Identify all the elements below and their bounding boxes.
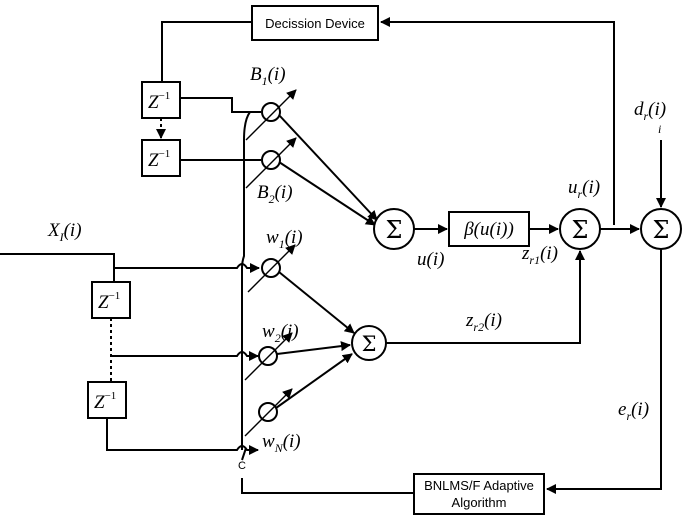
b1-base: B [250,64,262,85]
zr1-sub: r1 [529,253,540,267]
svg-text:er(i): er(i) [618,399,649,423]
w2-arg: (i) [281,321,299,342]
input-base: X [47,220,61,241]
algorithm-to-bus-wire [241,478,414,494]
dr-tick-label: i [658,122,661,136]
svg-text:zr1(i): zr1(i) [521,243,558,267]
zr2-arg: (i) [484,310,502,331]
b2-sub: 2 [269,192,275,206]
svg-text:dr(i): dr(i) [634,99,666,123]
er-base: e [618,399,626,420]
er-arg: (i) [631,399,649,420]
nonlinearity-label: β(u(i)) [463,219,514,240]
input-sub: I [59,230,65,244]
bus-switch-arm [241,447,247,461]
w2-sub: 2 [275,331,281,345]
b1-sub: 1 [262,74,268,88]
svg-text:Z−1: Z−1 [98,290,120,313]
b2-base: B [257,182,269,203]
decision-to-delay-wire [161,21,252,82]
delay-2-exp: −1 [159,148,171,160]
error-summer-sigma: Σ [653,216,670,244]
b1-adjust-arrow [245,89,297,141]
delay-1-z: Z [148,92,159,113]
svg-text:Z−1: Z−1 [148,148,170,171]
dr-sub: r [644,109,649,123]
er-sub: r [626,409,631,423]
decision-feedback-wire [380,17,615,225]
ffdelay-1-z: Z [98,292,109,313]
tap-to-wn-wire [106,418,259,455]
svg-text:B1(i): B1(i) [250,64,286,88]
ffdelay-2-exp: −1 [105,390,117,402]
w2-to-sum-wire [276,341,351,355]
adaptation-bus [241,111,251,450]
input-wire [0,253,115,268]
wn-adjust-arrow [244,388,293,437]
dr-arg: (i) [648,99,666,120]
wn-base: w [262,431,275,452]
feedforward-sum-to-output-wire [386,250,585,344]
feedback-delay-1 [141,81,181,119]
ffdelay-1-exp: −1 [109,290,121,302]
w2-weight [258,346,278,366]
delay-1-exp: −1 [159,90,171,102]
feedforward-summer-sigma: Σ [362,332,377,356]
svg-text:Z−1: Z−1 [148,90,170,113]
b2-adjust-arrow [245,137,297,189]
w1-to-sum-wire [278,271,355,334]
svg-text:wN(i): wN(i) [262,431,301,455]
w1-adjust-arrow [247,244,296,293]
delay1-to-b1-wire [180,97,261,113]
feedback-delay-2 [141,139,181,177]
svg-text:w1(i): w1(i) [266,227,303,251]
adaptive-algorithm-label-1: BNLMS/F Adaptive [424,478,534,493]
ur-sub: r [578,187,583,201]
w1-sub: 1 [279,237,285,251]
b2-to-sum1-wire [278,161,376,226]
input-to-w1-wire [114,263,260,273]
b1-weight [261,102,281,122]
w2-adjust-arrow [244,332,293,381]
svg-text:XI(i): XI(i) [47,220,82,244]
u-label: u(i) [417,249,444,270]
b1-arg: (i) [268,64,286,85]
output-summer-sigma: Σ [572,216,589,244]
input-arg: (i) [64,220,82,241]
wn-to-sum-wire [275,353,353,409]
b2-weight [261,150,281,170]
svg-text:Z−1: Z−1 [94,390,116,413]
wn-sub: N [274,441,284,455]
decision-device-label: Decission Device [265,16,365,31]
zr1-base: z [521,243,530,264]
zr2-base: z [465,310,474,331]
tap-to-w2-wire [111,351,259,361]
b2-arg: (i) [275,182,293,203]
w1-base: w [266,227,279,248]
ur-arg: (i) [582,177,600,198]
dr-base: d [634,99,644,120]
ffdelay-2-z: Z [94,392,105,413]
feedback-summer-sigma: Σ [386,216,403,244]
wn-arg: (i) [283,431,301,452]
w1-weight [261,258,281,278]
bus-c-label: C [238,460,246,472]
w1-arg: (i) [285,227,303,248]
zr1-arg: (i) [540,243,558,264]
adaptive-algorithm-label-2: Algorithm [452,495,507,510]
ur-base: u [568,177,578,198]
error-to-algorithm-wire [546,249,662,494]
svg-text:ur(i): ur(i) [568,177,600,201]
zr2-sub: r2 [473,320,484,334]
svg-text:zr2(i): zr2(i) [465,310,502,334]
svg-text:B2(i): B2(i) [257,182,293,206]
delay-2-z: Z [148,150,159,171]
wn-weight [258,402,278,422]
b1-to-sum1-wire [278,114,378,221]
w2-base: w [262,321,275,342]
svg-text:w2(i): w2(i) [262,321,299,345]
feedforward-delay-1 [91,281,131,319]
